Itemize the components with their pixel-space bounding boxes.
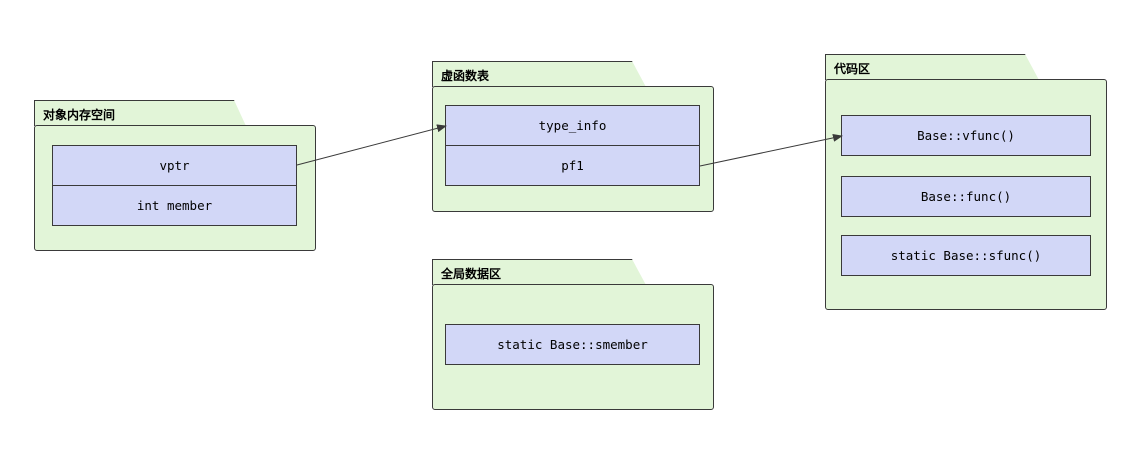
sfunc-cell[interactable]: static Base::sfunc() <box>841 235 1091 276</box>
type-info-cell[interactable]: type_info <box>445 105 700 146</box>
pf1-cell[interactable]: pf1 <box>445 145 700 186</box>
package-global-data: 全局数据区 static Base::smember <box>432 259 714 410</box>
func-cell[interactable]: Base::func() <box>841 176 1091 217</box>
package-tab: 代码区 <box>825 54 1039 80</box>
package-tab: 虚函数表 <box>432 61 646 87</box>
smember-cell[interactable]: static Base::smember <box>445 324 700 365</box>
package-title: 对象内存空间 <box>43 108 116 122</box>
package-title: 全局数据区 <box>441 267 502 281</box>
package-object-memory: 对象内存空间 vptr int member <box>34 100 316 251</box>
vfunc-cell[interactable]: Base::vfunc() <box>841 115 1091 156</box>
vptr-to-type-info-arrow <box>296 124 447 166</box>
pf1-to-vfunc-arrow <box>699 133 843 167</box>
package-title: 虚函数表 <box>441 69 490 83</box>
package-tab: 对象内存空间 <box>34 100 246 126</box>
package-tab: 全局数据区 <box>432 259 646 285</box>
int-member-cell[interactable]: int member <box>52 185 297 226</box>
package-code-area: 代码区 Base::vfunc() Base::func() static Ba… <box>825 54 1107 310</box>
package-title: 代码区 <box>834 62 871 76</box>
package-vtable: 虚函数表 type_info pf1 <box>432 61 714 212</box>
